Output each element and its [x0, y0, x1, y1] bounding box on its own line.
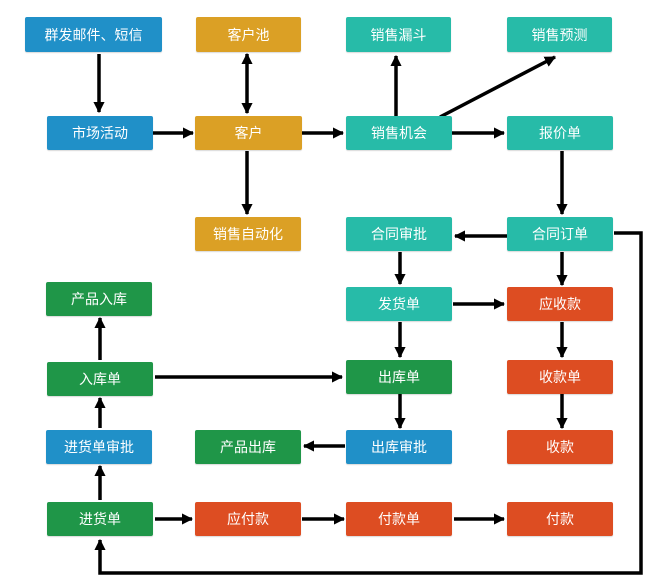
node-sales-forecast[interactable]: 销售预测 [507, 17, 612, 52]
node-payable[interactable]: 应付款 [195, 502, 301, 536]
node-outbound-order[interactable]: 出库单 [346, 360, 452, 394]
node-purchase-order[interactable]: 进货单 [47, 502, 153, 536]
arrow-opportunity-to-forecast [439, 55, 556, 119]
node-inbound-order[interactable]: 入库单 [47, 362, 153, 396]
node-marketing-activity[interactable]: 市场活动 [47, 116, 153, 150]
node-payment[interactable]: 付款 [507, 502, 613, 536]
node-sales-opportunity[interactable]: 销售机会 [346, 116, 452, 150]
arrow-contract-order-to-purchase [94, 231, 643, 575]
node-outbound-approval[interactable]: 出库审批 [346, 430, 452, 464]
node-contract-approval[interactable]: 合同审批 [346, 217, 452, 251]
node-customer[interactable]: 客户 [195, 116, 302, 150]
node-collection[interactable]: 收款 [507, 430, 613, 464]
node-receivable[interactable]: 应收款 [507, 287, 613, 321]
node-receipt-order[interactable]: 收款单 [507, 360, 613, 394]
node-contract-order[interactable]: 合同订单 [507, 217, 613, 251]
node-customer-pool[interactable]: 客户池 [196, 17, 301, 52]
node-delivery-note[interactable]: 发货单 [346, 287, 452, 321]
node-purchase-approval[interactable]: 进货单审批 [46, 430, 152, 464]
node-sales-funnel[interactable]: 销售漏斗 [346, 17, 451, 52]
node-product-inbound[interactable]: 产品入库 [46, 282, 152, 316]
node-sales-automation[interactable]: 销售自动化 [195, 217, 301, 251]
node-product-outbound[interactable]: 产品出库 [195, 430, 301, 464]
node-quotation[interactable]: 报价单 [507, 116, 613, 150]
node-payment-order[interactable]: 付款单 [346, 502, 452, 536]
node-mass-mail-sms[interactable]: 群发邮件、短信 [25, 17, 162, 52]
